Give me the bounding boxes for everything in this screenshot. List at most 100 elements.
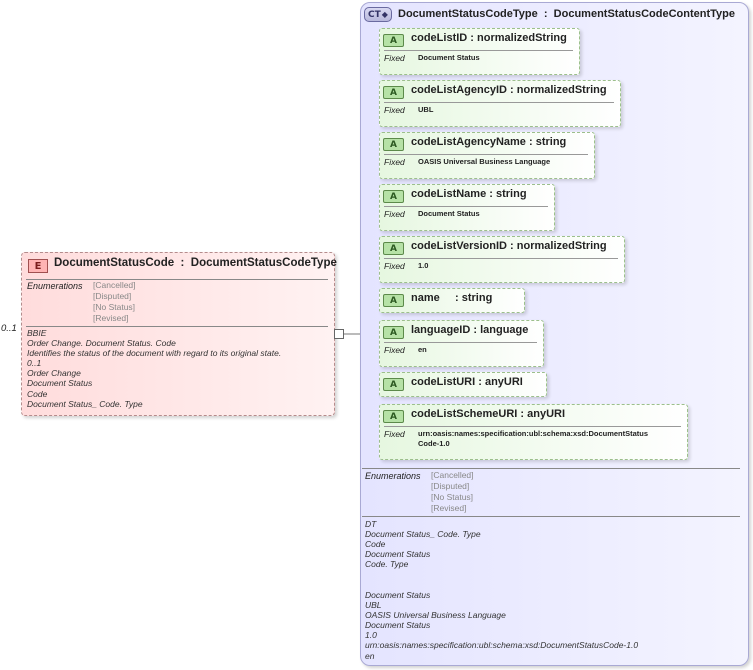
annotation-line: OASIS Universal Business Language (365, 610, 506, 621)
type-separator: : (486, 188, 496, 200)
element-name: DocumentStatusCode (54, 257, 175, 269)
annotation-line: BBIE (27, 328, 47, 338)
element-annotations: BBIE Order Change. Document Status. Code… (27, 328, 281, 409)
enumeration-list: [Cancelled] [Disputed] [No Status] [Revi… (431, 470, 474, 514)
enumeration-item: [Revised] (93, 313, 129, 323)
attribute-icon: A (383, 326, 404, 339)
complex-type-separator (362, 468, 740, 469)
enumeration-item: [No Status] (93, 302, 136, 312)
attribute-name: codeListVersionID (411, 240, 507, 252)
attribute-separator (384, 102, 614, 103)
annotation-line: Code (365, 539, 386, 550)
attribute-name: codeListURI (411, 376, 476, 388)
attribute-name: codeListSchemeURI (411, 408, 518, 420)
complex-type-annotations: DT Document Status_ Code. Type Code Docu… (365, 519, 481, 569)
attribute-icon: A (383, 378, 404, 391)
annotation-line: Document Status (365, 620, 431, 631)
complex-type-name: DocumentStatusCodeType (398, 8, 538, 20)
attribute-title: codeListURI : anyURI (411, 376, 523, 388)
attribute-name: codeListAgencyName (411, 136, 526, 148)
fixed-label: Fixed (384, 261, 405, 271)
attribute-icon: A (383, 242, 404, 255)
fixed-label: Fixed (384, 345, 405, 355)
attribute-type: string (495, 188, 527, 200)
element-type: DocumentStatusCodeType (190, 257, 337, 269)
type-separator: : (506, 240, 517, 252)
type-separator: : (470, 324, 481, 336)
enumeration-item: [Cancelled] (93, 280, 136, 290)
fixed-value: OASIS Universal Business Language (418, 157, 551, 166)
enumeration-list: [Cancelled] [Disputed] [No Status] [Revi… (93, 280, 136, 324)
annotation-line: Code (27, 388, 48, 399)
complex-type-title: DocumentStatusCodeType : DocumentStatusC… (398, 8, 735, 20)
element-separator (26, 326, 328, 327)
attribute-separator (384, 426, 681, 427)
element-separator (26, 279, 328, 280)
fixed-label: Fixed (384, 157, 405, 167)
sequence-compositor[interactable] (334, 329, 344, 339)
attribute-separator (384, 154, 588, 155)
attribute-title: codeListName : string (411, 188, 527, 200)
attribute-title: languageID : language (411, 324, 528, 336)
fixed-value: urn:oasis:names:specification:ubl:schema… (418, 429, 649, 448)
attribute-name: languageID (411, 324, 471, 336)
complex-type-box[interactable]: CT◆ DocumentStatusCodeType : DocumentSta… (360, 2, 749, 666)
type-separator: : (506, 84, 517, 96)
attribute-title: codeListID : normalizedString (411, 32, 567, 44)
fixed-label: Fixed (384, 105, 405, 115)
attribute-name: codeListAgencyID (411, 84, 507, 96)
attribute-type: normalizedString (516, 84, 607, 96)
attribute-title: codeListVersionID : normalizedString (411, 240, 607, 252)
fixed-value: en (418, 345, 427, 354)
annotation-line: Identifies the status of the document wi… (27, 348, 282, 359)
annotation-line: en (365, 650, 375, 661)
attribute-title: name : string (411, 292, 492, 304)
fixed-value: 1.0 (418, 261, 429, 270)
fixed-label: Fixed (384, 53, 405, 63)
attribute-name: codeListName (411, 188, 487, 200)
element-title: DocumentStatusCode : DocumentStatusCodeT… (54, 257, 337, 269)
fixed-label: Fixed (384, 429, 405, 439)
attribute-icon: A (383, 410, 404, 423)
enumeration-item: [Disputed] (93, 291, 132, 301)
enumeration-item: [No Status] (431, 492, 474, 502)
annotation-line: urn:oasis:names:specification:ubl:schema… (365, 640, 639, 651)
annotation-line: 1.0 (365, 630, 377, 641)
complex-type-fixed-values: Document Status UBL OASIS Universal Busi… (365, 590, 638, 661)
type-separator: : (540, 8, 551, 20)
enumerations-label: Enumerations (365, 471, 421, 481)
element-icon: E (28, 259, 48, 273)
element-box[interactable]: E DocumentStatusCode : DocumentStatusCod… (21, 252, 337, 416)
attribute-icon: A (383, 294, 404, 307)
attribute-title: codeListSchemeURI : anyURI (411, 408, 565, 420)
type-separator: : (439, 292, 462, 304)
attribute-separator (384, 206, 548, 207)
fixed-value: UBL (418, 105, 434, 114)
attribute-type: anyURI (527, 408, 566, 420)
attribute-type: normalizedString (516, 240, 607, 252)
attribute-separator (384, 342, 537, 343)
attribute-title: codeListAgencyName : string (411, 136, 566, 148)
attribute-icon: A (383, 34, 404, 47)
attribute-separator (384, 50, 573, 51)
attribute-type: anyURI (484, 376, 523, 388)
enumeration-item: [Cancelled] (431, 470, 474, 480)
type-separator: : (467, 32, 478, 44)
annotation-line: Order Change (27, 368, 81, 379)
type-separator: : (517, 408, 528, 420)
type-separator: : (177, 257, 188, 269)
attribute-name: codeListID (411, 32, 468, 44)
complex-type-separator (362, 516, 740, 517)
attribute-name: name (411, 292, 440, 304)
type-separator: : (525, 136, 536, 148)
annotation-line: 0..1 (27, 358, 42, 369)
